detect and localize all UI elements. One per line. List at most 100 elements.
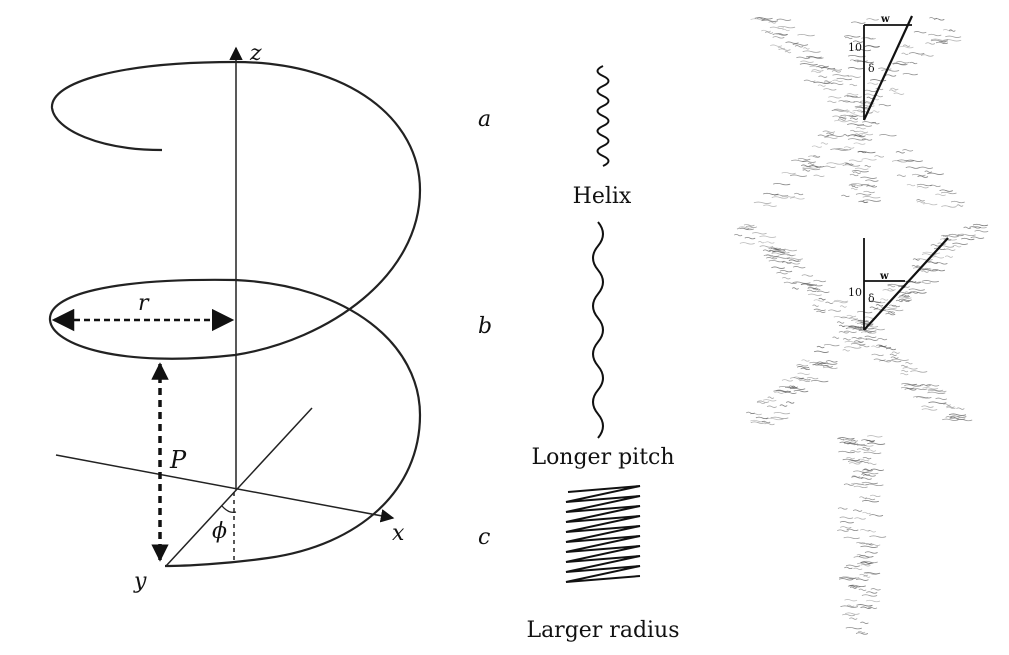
diffraction-speckle — [950, 416, 960, 419]
diffraction-speckle — [799, 63, 818, 66]
diffraction-speckle — [927, 388, 944, 392]
diffraction-speckle — [847, 123, 865, 126]
diffraction-speckle — [887, 284, 896, 288]
diffraction-speckle — [889, 353, 897, 356]
diffraction-speckle — [825, 301, 834, 304]
diffraction-speckle — [801, 359, 810, 362]
diffraction-speckle — [848, 184, 856, 187]
diffraction-speckle — [865, 483, 884, 487]
diffraction-speckle — [920, 384, 931, 387]
diffraction-speckle — [857, 60, 875, 64]
diffraction-speckle — [860, 477, 872, 480]
diffraction-speckle — [896, 174, 907, 177]
diffraction-speckle — [807, 293, 822, 296]
diffraction-speckle — [799, 379, 811, 383]
diffraction-speckle — [855, 578, 869, 581]
diffraction-speckle — [920, 269, 938, 272]
diffraction-speckle — [952, 242, 968, 245]
top-width-label: w — [880, 14, 890, 25]
diffraction-speckle — [878, 346, 892, 349]
diffraction-speckle — [770, 416, 789, 420]
diffraction-speckle — [860, 176, 877, 179]
diffraction-speckle — [832, 79, 843, 82]
diffraction-speckle — [901, 299, 910, 303]
top-height-label: 10 — [848, 41, 862, 54]
diffraction-speckle — [827, 100, 837, 103]
diffraction-speckle — [767, 396, 775, 399]
diffraction-speckle — [860, 564, 871, 567]
diffraction-speckle — [773, 411, 791, 415]
diffraction-speckle — [837, 507, 848, 510]
diffraction-speckle — [933, 247, 946, 251]
diffraction-speckle — [769, 26, 785, 29]
diffraction-speckle — [860, 545, 879, 548]
diffraction-speckle — [861, 158, 877, 161]
diffraction-speckle — [885, 312, 896, 316]
diffraction-speckle — [932, 256, 945, 259]
diffraction-speckle — [838, 450, 855, 454]
diffraction-speckle — [909, 387, 928, 391]
diffraction-speckle — [755, 416, 769, 420]
diffraction-speckle — [871, 300, 886, 304]
diffraction-speckle — [922, 251, 941, 255]
x-axis-label: x — [392, 521, 405, 546]
diffraction-speckle — [832, 336, 840, 339]
variant-a-letter: a — [478, 107, 491, 132]
diffraction-speckle — [852, 40, 864, 43]
diffraction-speckle — [765, 241, 775, 244]
diffraction-speckle — [857, 562, 871, 566]
diffraction-speckle — [822, 365, 833, 368]
diffraction-speckle — [860, 184, 876, 187]
diffraction-speckle — [839, 576, 857, 580]
diffraction-speckle — [844, 346, 862, 349]
diffraction-speckle — [909, 291, 927, 294]
diffraction-speckle — [836, 77, 853, 81]
diffraction-speckle — [905, 362, 913, 365]
diffraction-speckle — [776, 18, 792, 21]
diffraction-speckle — [850, 184, 864, 187]
diffraction-speckle — [856, 322, 874, 325]
diffraction-speckle — [794, 192, 804, 196]
diffraction-panel: 10 w δ 10 w δ — [734, 14, 989, 635]
diffraction-speckle — [886, 359, 902, 363]
diffraction-speckle — [849, 134, 862, 137]
diffraction-speckle — [826, 162, 844, 165]
diffraction-speckle — [772, 249, 786, 252]
diffraction-speckle — [828, 96, 842, 99]
diffraction-speckle — [807, 284, 823, 287]
diffraction-speckle — [864, 335, 877, 338]
diffraction-speckle — [759, 235, 777, 238]
diffraction-speckle — [864, 497, 876, 501]
diffraction-speckle — [833, 315, 847, 319]
x-axis — [55, 454, 395, 523]
diffraction-speckle — [859, 104, 875, 107]
diffraction-speckle — [890, 356, 899, 359]
diffraction-speckle — [842, 458, 861, 462]
diffraction-speckle — [758, 241, 765, 244]
diffraction-speckle — [942, 418, 959, 421]
diffraction-speckle — [855, 632, 869, 635]
diffraction-speckle — [912, 258, 920, 261]
diffraction-speckle — [766, 405, 777, 408]
diffraction-speckle — [828, 309, 842, 312]
diffraction-speckle — [863, 190, 875, 194]
diffraction-speckle — [915, 258, 933, 261]
diffraction-speckle — [854, 133, 863, 136]
diffraction-speckle — [859, 344, 870, 348]
diffraction-speckle — [802, 166, 819, 169]
diffraction-speckle — [792, 43, 809, 46]
diffraction-speckle — [846, 111, 856, 114]
diffraction-speckle — [851, 21, 866, 24]
diffraction-speckle — [866, 439, 875, 443]
diffraction-speckle — [838, 437, 855, 440]
diffraction-speckle — [843, 536, 860, 540]
diffraction-bottom-annotation: 10 w δ — [848, 237, 949, 331]
diffraction-speckle — [817, 134, 830, 137]
diffraction-speckle — [816, 310, 826, 313]
diffraction-speckle — [862, 560, 878, 564]
diffraction-speckle — [858, 555, 874, 558]
diffraction-speckle — [743, 223, 755, 227]
diffraction-speckle — [752, 232, 767, 235]
diffraction-speckle — [793, 389, 809, 393]
